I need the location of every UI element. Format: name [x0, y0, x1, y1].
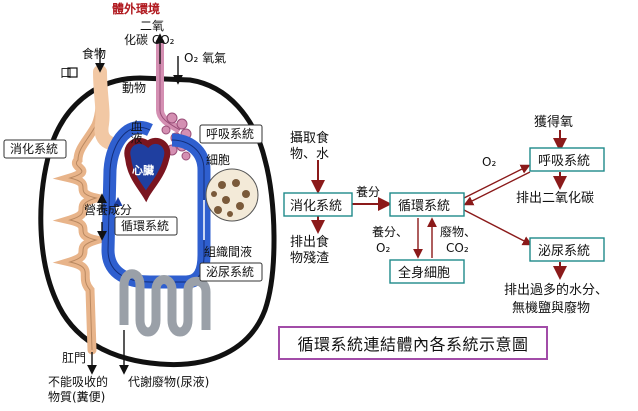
respiratory-box: 呼吸系統	[529, 147, 605, 172]
o2-arrow-label: O₂	[482, 155, 496, 169]
excrete-line2: 物殘渣	[290, 250, 329, 266]
body-cells-box: 全身細胞	[389, 259, 465, 284]
svg-text:循環系統: 循環系統	[398, 199, 450, 214]
co2-label-line2: 化碳 CO₂	[124, 33, 175, 47]
kidney-tubules	[119, 269, 211, 337]
circulatory-tag: 循環系統	[114, 216, 178, 236]
digestive-box: 消化系統	[283, 192, 353, 217]
heart-shape	[124, 137, 171, 203]
svg-text:泌尿系統: 泌尿系統	[206, 265, 254, 279]
heart-label: 心臟	[132, 163, 154, 177]
nutrients-o2-line1: 養分、	[372, 224, 408, 239]
food-label: 食物	[82, 46, 106, 61]
waste-co2-line1: 廢物、	[440, 224, 476, 239]
svg-text:呼吸系統: 呼吸系統	[206, 127, 254, 141]
anus-label: 肛門	[62, 351, 86, 365]
svg-text:營養成分: 營養成分	[84, 202, 132, 217]
get-oxygen-label: 獲得氧	[534, 114, 573, 130]
svg-text:全身細胞: 全身細胞	[398, 265, 450, 281]
urinary-tag: 泌尿系統	[199, 262, 263, 282]
cell-cluster	[205, 168, 259, 222]
undigested-line1: 不能吸收的	[48, 374, 108, 389]
svg-text:循環系統: 循環系統	[121, 219, 169, 233]
outside-env-label: 體外環境	[112, 1, 160, 16]
circulatory-box: 循環系統	[389, 192, 465, 217]
intake-line1: 攝取食	[290, 130, 329, 146]
waste-co2-line2: CO₂	[446, 241, 469, 255]
o2-label: O₂ 氧氣	[184, 51, 226, 65]
tissue-fluid-label: 組織間液	[204, 244, 252, 259]
blood-label: 血液	[129, 120, 143, 144]
digestive-tract	[52, 65, 115, 355]
intake-line2: 物、水	[290, 147, 329, 162]
svg-text:血液: 血液	[129, 120, 143, 144]
excess-line2: 無機鹽與廢物	[512, 301, 590, 316]
right-arrows	[311, 130, 567, 280]
expel-co2-label: 排出二氧化碳	[516, 191, 594, 206]
excess-line1: 排出過多的水分、	[504, 282, 608, 298]
left-arrows	[87, 33, 183, 375]
animal-label: 動物	[122, 81, 146, 95]
svg-text:消化系統: 消化系統	[290, 199, 342, 214]
nutrients-o2-line2: O₂	[376, 241, 390, 255]
respiratory-tag: 呼吸系統	[199, 124, 263, 144]
mouth-label: 口	[60, 66, 72, 80]
urinary-box: 泌尿系統	[529, 237, 605, 262]
undigested-line2: 物質(糞便)	[48, 389, 105, 404]
diagram-caption: 循環系統連結體內各系統示意圖	[278, 326, 548, 360]
cell-label: 細胞	[206, 153, 230, 167]
nutrients-arrow-label: 養分	[356, 184, 380, 199]
metabolic-waste-label: 代謝廢物(尿液)	[128, 374, 209, 389]
svg-text:泌尿系統: 泌尿系統	[538, 244, 590, 259]
digestive-tag: 消化系統	[3, 139, 67, 159]
excrete-line1: 排出食	[290, 234, 329, 250]
svg-text:消化系統: 消化系統	[10, 142, 58, 156]
svg-text:呼吸系統: 呼吸系統	[538, 154, 590, 169]
co2-label-line1: 二氧	[140, 19, 164, 33]
circulatory-loop	[101, 121, 211, 289]
nutrients-label: 營養成分	[84, 202, 132, 217]
mouth-marker	[67, 67, 78, 78]
